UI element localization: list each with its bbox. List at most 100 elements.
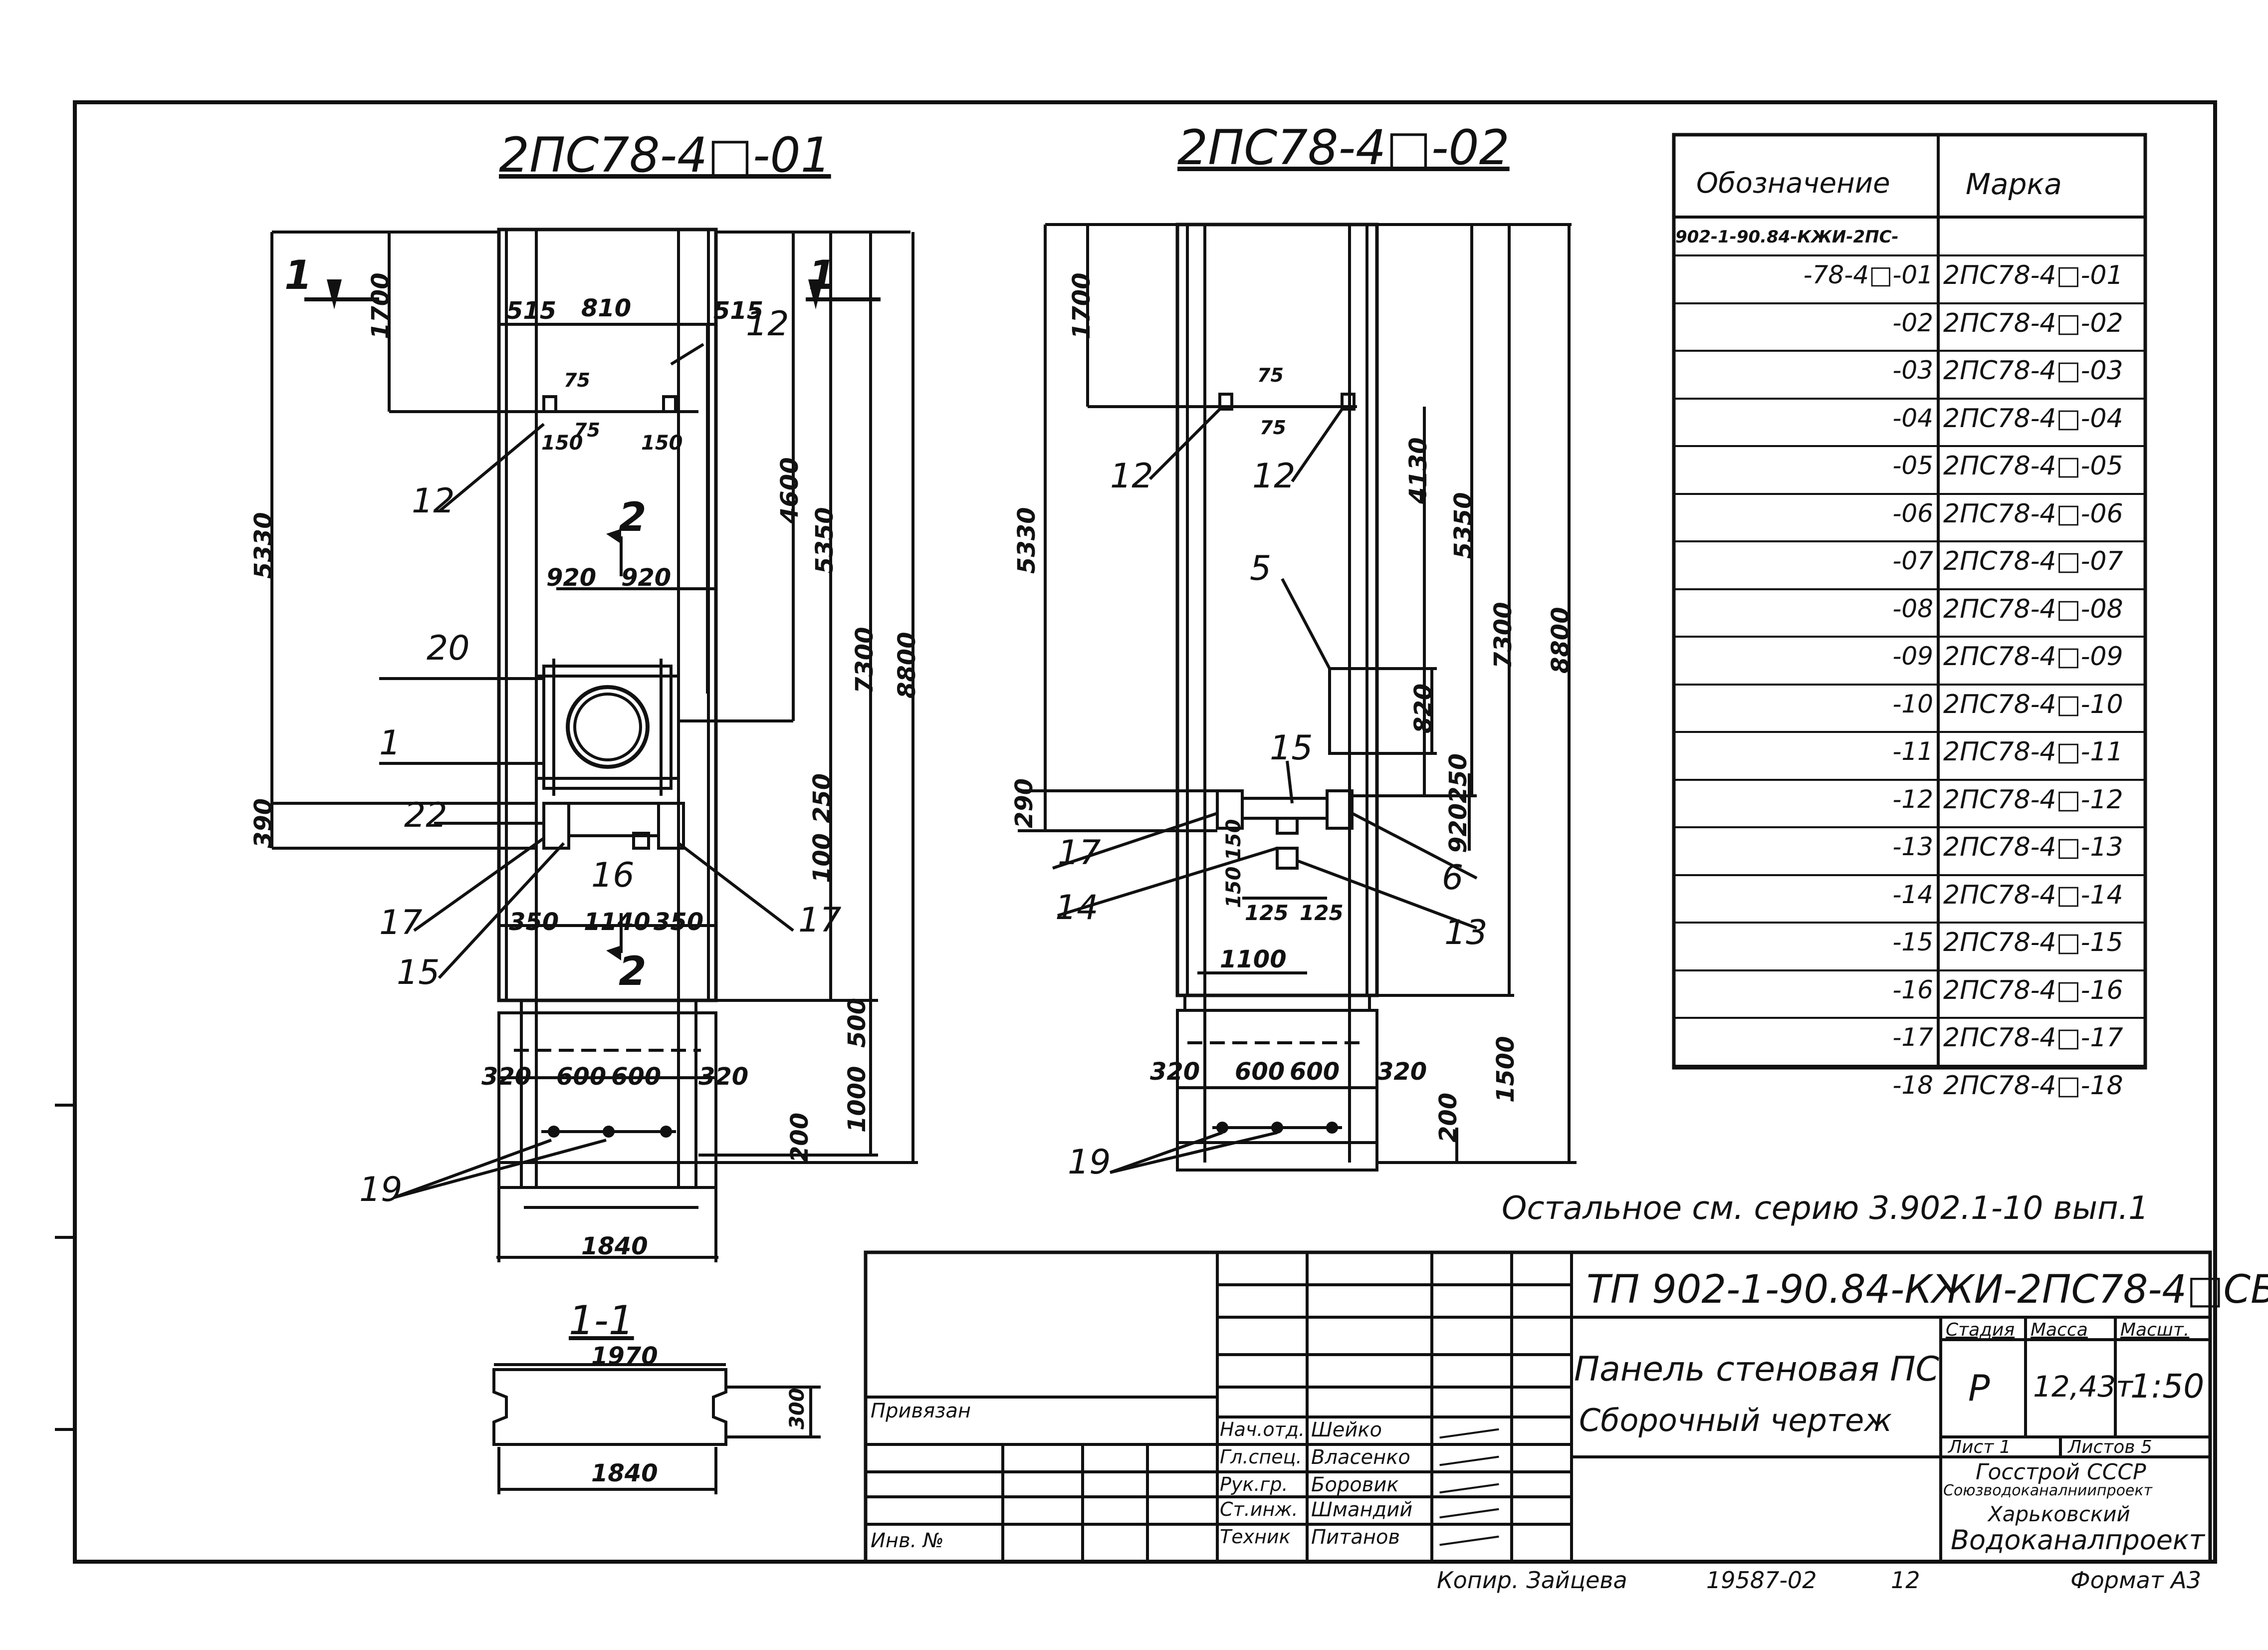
- table-row-mark: 2ПС78-4□-16: [1943, 975, 2123, 1005]
- dim-right-8800: 8800: [1547, 607, 1575, 674]
- table-row-code: -02: [1892, 308, 1933, 337]
- dim-right-600a: 600: [1235, 1058, 1285, 1086]
- table-row-line: [1674, 302, 2145, 304]
- table-row-line: [1674, 492, 2145, 495]
- callout-right-12b: 12: [1252, 457, 1296, 496]
- callout-right-17: 17: [1058, 833, 1101, 873]
- bound-label: Привязан: [871, 1400, 971, 1422]
- dim-left-600a: 600: [556, 1063, 607, 1091]
- table-row-mark: 2ПС78-4□-10: [1943, 689, 2123, 719]
- callout-left-12a: 12: [746, 304, 789, 344]
- dim-right-320a: 320: [1150, 1058, 1200, 1086]
- staff-name: Питанов: [1311, 1526, 1400, 1549]
- table-row-line: [1674, 683, 2145, 686]
- table-row-mark: 2ПС78-4□-12: [1943, 784, 2123, 815]
- dim-left-100: 100: [808, 833, 836, 883]
- dim-left-500: 500: [843, 997, 871, 1048]
- document-code: ТП 902-1-90.84-КЖИ-2ПС78-4□СБ: [1587, 1267, 2268, 1312]
- copied-by: Копир. Зайцева: [1437, 1567, 1627, 1594]
- stage-label: Стадия: [1946, 1320, 2015, 1340]
- table-row-line: [1674, 254, 2145, 256]
- dim-left-150b: 150: [641, 432, 683, 455]
- dim-right-1100: 1100: [1220, 945, 1287, 973]
- left-view-title: 2ПС78-4□-01: [499, 127, 831, 183]
- table-row-line: [1674, 731, 2145, 733]
- dim-left-75a: 75: [564, 369, 590, 391]
- staff-role: Ст.инж.: [1220, 1498, 1298, 1520]
- section-mark-right: 1: [808, 252, 836, 298]
- paper-format: Формат А3: [2070, 1567, 2201, 1594]
- dim-section-1840: 1840: [591, 1459, 658, 1487]
- table-row-mark: 2ПС78-4□-11: [1943, 737, 2123, 767]
- org-line2: Союзводоканалниипроект: [1943, 1482, 2152, 1499]
- dim-left-200: 200: [786, 1112, 814, 1163]
- dim-right-320b: 320: [1377, 1058, 1427, 1086]
- dim-left-515b: 515: [713, 297, 764, 325]
- staff-role: Нач.отд.: [1220, 1418, 1305, 1440]
- dim-right-7300: 7300: [1489, 602, 1517, 669]
- mass-label: Масса: [2031, 1320, 2088, 1340]
- dim-right-125a: 125: [1245, 901, 1289, 925]
- dim-left-5350: 5350: [811, 507, 839, 574]
- table-row-line: [1674, 1064, 2145, 1067]
- inventory-label: Инв. №: [871, 1529, 944, 1552]
- dim-left-150a: 150: [541, 432, 583, 455]
- table-row-mark: 2ПС78-4□-01: [1943, 260, 2123, 290]
- callout-right-14: 14: [1055, 888, 1099, 928]
- dim-left-1140: 1140: [584, 908, 651, 936]
- callout-right-15: 15: [1270, 728, 1313, 768]
- dim-left-75b: 75: [574, 419, 600, 441]
- table-row-line: [1674, 778, 2145, 781]
- dim-left-1000: 1000: [843, 1066, 871, 1133]
- table-row-code: -12: [1892, 784, 1933, 814]
- table-row-mark: 2ПС78-4□-18: [1943, 1070, 2123, 1101]
- archive-number: 19587-02: [1706, 1567, 1817, 1594]
- table-row-code: -10: [1892, 689, 1933, 718]
- callout-left-16: 16: [591, 856, 635, 895]
- dim-left-920b: 920: [621, 564, 672, 592]
- callout-left-20: 20: [427, 629, 470, 668]
- dim-left-350b: 350: [654, 908, 704, 936]
- dim-right-150a: 150: [1222, 819, 1245, 861]
- table-row-code: -15: [1892, 928, 1933, 956]
- dim-left-250: 250: [808, 773, 836, 823]
- staff-name: Шейко: [1311, 1418, 1382, 1441]
- table-header-mark: Марка: [1966, 167, 2062, 201]
- callout-left-15: 15: [397, 953, 440, 992]
- callout-left-22: 22: [404, 796, 448, 835]
- table-row-line: [1674, 826, 2145, 828]
- staff-name: Власенко: [1311, 1446, 1410, 1469]
- dim-left-1840: 1840: [581, 1232, 648, 1260]
- org-line4: Водоканалпроект: [1951, 1524, 2205, 1556]
- dim-right-600b: 600: [1290, 1058, 1340, 1086]
- section-mark-2-bottom: 2: [619, 948, 647, 994]
- callout-right-6: 6: [1442, 858, 1464, 898]
- dim-left-320b: 320: [698, 1063, 749, 1091]
- dim-right-150b: 150: [1222, 866, 1245, 909]
- callout-right-19: 19: [1068, 1143, 1111, 1182]
- table-row-line: [1674, 874, 2145, 876]
- staff-role: Рук.гр.: [1220, 1473, 1288, 1495]
- scale-value: 1:50: [2130, 1367, 2205, 1406]
- table-row-code: -11: [1892, 737, 1933, 766]
- section-title: 1-1: [569, 1297, 634, 1344]
- table-row-mark: 2ПС78-4□-04: [1943, 403, 2123, 434]
- dim-left-1700: 1700: [367, 272, 395, 339]
- dim-right-290: 290: [1010, 778, 1038, 828]
- table-row-line: [1674, 636, 2145, 638]
- dim-left-515a: 515: [506, 297, 557, 325]
- table-row-mark: 2ПС78-4□-17: [1943, 1023, 2123, 1053]
- table-prefix: 902-1-90.84-КЖИ-2ПС-: [1675, 227, 1899, 247]
- table-row-line: [1674, 540, 2145, 542]
- dim-right-1500: 1500: [1492, 1036, 1520, 1103]
- dim-left-600b: 600: [611, 1063, 662, 1091]
- callout-right-5: 5: [1250, 549, 1272, 588]
- table-row-code: -09: [1892, 642, 1933, 671]
- table-row-line: [1674, 1017, 2145, 1019]
- dim-left-4600: 4600: [776, 457, 804, 524]
- table-row-line: [1674, 922, 2145, 924]
- dim-right-250: 250: [1444, 753, 1472, 803]
- table-row-line: [1674, 445, 2145, 447]
- sheets-total: Листов 5: [2068, 1437, 2152, 1457]
